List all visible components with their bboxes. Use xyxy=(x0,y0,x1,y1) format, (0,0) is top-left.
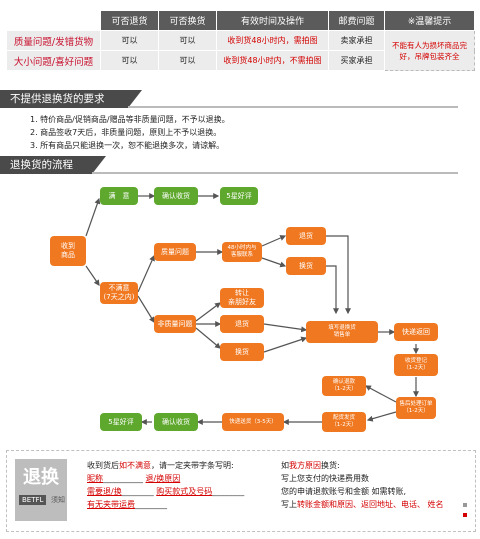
header-can-exchange: 可否换货 xyxy=(158,10,217,31)
right-line-3-red: 转账金额和原因、返回地址、电话、 姓名 xyxy=(297,500,444,509)
flow-quality-issue: 质量问题 xyxy=(154,243,196,261)
style-size-label: 购买款式及号码 xyxy=(156,487,213,496)
section-title: 退换货的流程 xyxy=(0,156,92,174)
rule-item: 1. 特价商品/促销商品/赠品等非质量问题，不予以退换。 xyxy=(30,115,230,124)
flow-exchange-1: 换货 xyxy=(286,257,326,275)
flow-transfer-friends: 转让亲朋好友 xyxy=(220,288,264,308)
section-header-tip xyxy=(92,156,106,174)
table-header-row: 可否退货 可否换货 有效时间及操作 邮费问题 ※温馨提示 xyxy=(6,10,475,31)
header-can-return: 可否退货 xyxy=(100,10,159,31)
cell-can-exchange: 可以 xyxy=(158,50,217,71)
tips-note: 不能有人为损坏商品完好，吊牌包装齐全 xyxy=(384,30,475,71)
right-line-1: 写上您支付的快递费用数 xyxy=(281,474,369,483)
logo-zh: 须知 xyxy=(51,496,65,504)
right-line-3-a: 写上 xyxy=(281,500,297,509)
left-intro: 收到货后如不满意，请一定夹带字条写明: xyxy=(87,459,244,472)
table-row: 大小问题/喜好问题 可以 可以 收到货48小时内，不需拍图 买家承担 xyxy=(6,50,475,71)
header-tips: ※温馨提示 xyxy=(384,10,475,31)
flow-ship-back: 快递返回 xyxy=(394,323,438,341)
rule-item: 3. 所有商品只能退换一次，恕不能退换多次，请谅解。 xyxy=(30,141,225,150)
flow-express-delivery: 快递送货（3-5天） xyxy=(222,413,284,431)
left-intro-b: ，请一定夹带字条写明: xyxy=(151,461,234,470)
right-intro-a: 如 xyxy=(281,461,289,470)
flow-return-2: 退货 xyxy=(220,315,264,333)
flow-confirm-refund: 确认退款（1-2天） xyxy=(322,376,366,396)
flow-five-star-2: 5星好评 xyxy=(100,413,142,431)
flow-fill-form: 填写退换货销售单 xyxy=(306,321,378,343)
no-return-rules: 1. 特价商品/促销商品/赠品等非质量问题，不予以退换。 2. 商品签收7天后，… xyxy=(30,113,230,152)
corner-dot xyxy=(463,513,467,517)
right-intro-b: 换货: xyxy=(321,461,340,470)
flow-received: 收到商品 xyxy=(50,236,86,266)
logo-title: 退换 xyxy=(23,467,59,488)
flow-contact-48h: 48小时内与客服联系 xyxy=(222,242,262,262)
freight-label: 有无夹带运费 xyxy=(87,500,135,509)
header-time-op: 有效时间及操作 xyxy=(216,10,329,31)
section-header-tip xyxy=(128,90,142,108)
table-row: 质量问题/发错货物 可以 可以 收到货48小时内，需拍图 卖家承担 不能有人为损… xyxy=(6,30,475,71)
corner-dot xyxy=(463,503,467,507)
flow-satisfied: 满 意 xyxy=(100,187,138,205)
flow-confirm-receipt-1: 确认收货 xyxy=(154,187,198,205)
left-line-3: 有无夹带运费________ xyxy=(87,500,167,509)
nickname-label: 昵称 xyxy=(87,474,103,483)
left-intro-red: 如不满意 xyxy=(119,461,151,470)
flow-unsatisfied: 不满意(7天之内) xyxy=(100,282,138,304)
cell-can-return: 可以 xyxy=(100,30,159,51)
reason-label: 退/换原因 xyxy=(145,474,181,483)
flow-after-sale: 售后处理订单（1-2天） xyxy=(396,397,436,419)
flow-register: 收货登记（1-2天） xyxy=(394,354,438,376)
left-line-2: 需要退/换________ 购买款式及号码________ xyxy=(87,487,245,496)
cell-postage: 买家承担 xyxy=(328,50,385,71)
flow-return-1: 退货 xyxy=(286,227,326,245)
row-label: 大小问题/喜好问题 xyxy=(6,50,101,71)
right-line-3: 写上转账金额和原因、返回地址、电话、 姓名 xyxy=(281,498,444,511)
section-title: 不提供退换货的要求 xyxy=(0,90,128,108)
flow-dispatch: 配货发货（1-2天） xyxy=(322,412,366,432)
flow-confirm-receipt-2: 确认收货 xyxy=(154,413,198,431)
left-notice: 收到货后如不满意，请一定夹带字条写明: 昵称__________ 退/换原因 需… xyxy=(87,459,244,511)
cell-can-exchange: 可以 xyxy=(158,30,217,51)
cell-time-op: 收到货48小时内，不需拍图 xyxy=(216,50,329,71)
rule-item: 2. 商品签收7天后，非质量问题，原则上不予以退换。 xyxy=(30,128,222,137)
flow-exchange-2: 换货 xyxy=(220,343,264,361)
right-line-2: 您的申请退款账号和金额 如需转账, xyxy=(281,487,407,496)
flow-non-quality-issue: 非质量问题 xyxy=(154,315,196,333)
left-line-1: 昵称__________ 退/换原因 xyxy=(87,474,181,483)
header-blank xyxy=(6,10,101,31)
policy-table: 可否退货 可否换货 有效时间及操作 邮费问题 ※温馨提示 质量问题/发错货物 可… xyxy=(6,10,475,71)
row-label: 质量问题/发错货物 xyxy=(6,30,101,51)
cell-can-return: 可以 xyxy=(100,50,159,71)
return-notice-logo: 退换 BETFL 须知 xyxy=(15,459,67,521)
section-header-no-return: 不提供退换货的要求 xyxy=(0,90,480,108)
left-intro-a: 收到货后 xyxy=(87,461,119,470)
right-intro: 如我方原因换货: xyxy=(281,459,444,472)
logo-en: BETFL xyxy=(19,495,47,505)
flow-five-star-1: 5星好评 xyxy=(220,187,258,205)
section-header-flow: 退换货的流程 xyxy=(0,156,480,174)
right-intro-red: 我方原因 xyxy=(289,461,321,470)
section-underline xyxy=(92,172,458,174)
right-notice: 如我方原因换货: 写上您支付的快递费用数 您的申请退款账号和金额 如需转账, 写… xyxy=(281,459,444,511)
section-underline xyxy=(128,106,458,108)
return-notice-box: 退换 BETFL 须知 收到货后如不满意，请一定夹带字条写明: 昵称______… xyxy=(6,450,476,532)
need-return-label: 需要退/换 xyxy=(87,487,122,496)
